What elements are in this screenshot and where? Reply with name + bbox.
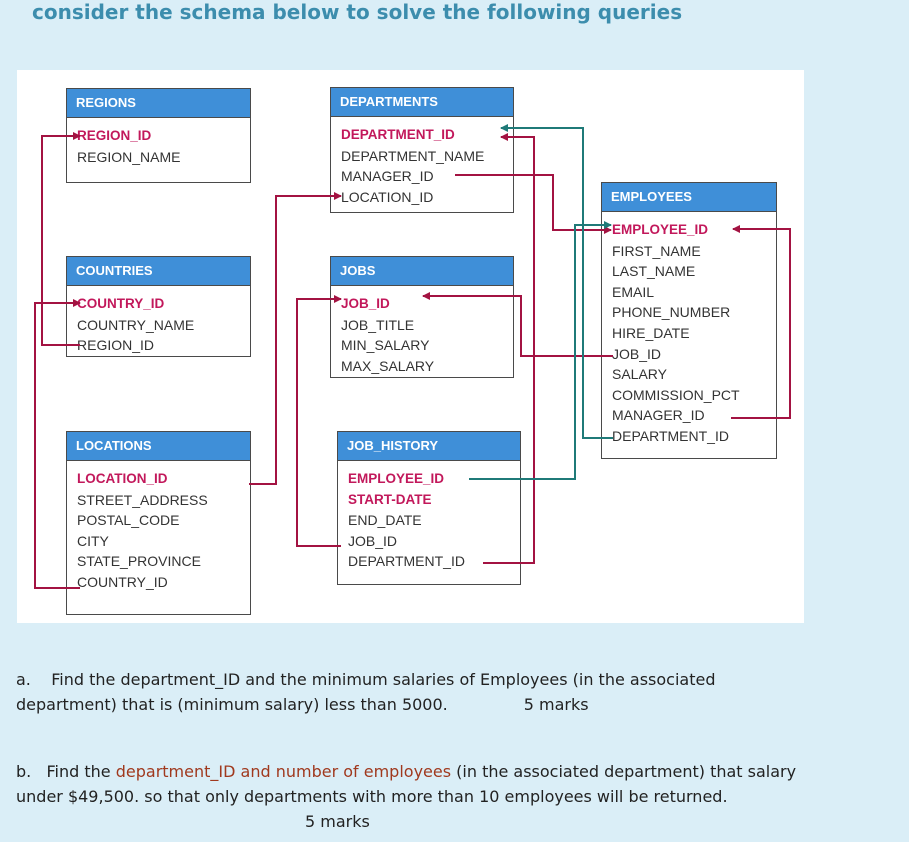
locations-table: LOCATIONS LOCATION_ID STREET_ADDRESS POSTA… (66, 431, 251, 615)
table-column: STREET_ADDRESS (77, 491, 208, 508)
table-title: REGIONS (67, 89, 250, 118)
regions-table: REGIONS REGION_ID REGION_NAME (66, 88, 251, 183)
question-b-text1-post: (in the associated department) that sala… (451, 762, 797, 781)
schema-diagram: REGIONS REGION_ID REGION_NAME DEPARTMENTS… (17, 70, 804, 623)
table-title: DEPARTMENTS (331, 88, 513, 117)
question-a: a. Find the department_ID and the minimu… (16, 667, 896, 717)
table-column: JOB_ID (341, 296, 390, 311)
table-column: STATE_PROVINCE (77, 553, 201, 570)
table-columns: DEPARTMENT_ID DEPARTMENT_NAME MANAGER_ID LO… (331, 117, 513, 213)
table-column: COMMISSION_PCT (612, 386, 740, 403)
table-column: REGION_NAME (77, 148, 181, 165)
table-column: START-DATE (348, 491, 432, 507)
table-column: EMPLOYEE_ID (612, 222, 709, 237)
table-column: COUNTRY_ID (77, 573, 168, 590)
table-column: POSTAL_CODE (77, 512, 180, 529)
question-b-highlight: department_ID and number of employees (115, 762, 452, 781)
question-b-marker: b. (16, 762, 32, 781)
table-column: DEPARTMENT_ID (341, 127, 455, 142)
question-a-text1: Find the department_ID and the minimum s… (51, 670, 716, 689)
table-column: REGION_ID (77, 128, 152, 143)
table-columns: LOCATION_ID STREET_ADDRESS POSTAL_CODE CITY… (67, 461, 250, 599)
question-b: b. Find the department_ID and number of … (16, 759, 896, 834)
table-column: EMAIL (612, 283, 655, 300)
table-column: DEPARTMENT_ID (348, 553, 465, 570)
table-column: MANAGER_ID (612, 407, 705, 424)
table-columns: REGION_ID REGION_NAME (67, 118, 250, 173)
question-b-marks: 5 marks (305, 812, 370, 831)
departments-table: DEPARTMENTS DEPARTMENT_ID DEPARTMENT_NAME… (330, 87, 514, 213)
table-title: JOB_HISTORY (338, 432, 520, 461)
employees-table: EMPLOYEES EMPLOYEE_ID FIRST_NAME LAST_NAME… (601, 182, 777, 459)
question-a-text2: department) that is (minimum salary) les… (16, 695, 448, 714)
table-column: MAX_SALARY (341, 357, 435, 374)
countries-table: COUNTRIES COUNTRY_ID COUNTRY_NAME REGION_I… (66, 256, 251, 357)
question-a-marker: a. (16, 670, 31, 689)
question-b-line2: under $49,500. so that only departments … (16, 787, 728, 806)
question-a-marks: 5 marks (523, 695, 589, 714)
table-column: LOCATION_ID (341, 188, 434, 205)
question-a-line2: department) that is (minimum salary) les… (16, 692, 896, 717)
table-column: HIRE_DATE (612, 324, 690, 341)
table-column: FIRST_NAME (612, 242, 701, 259)
table-columns: EMPLOYEE_ID START-DATE END_DATE JOB_ID DEPAR… (338, 461, 520, 578)
table-column: DEPARTMENT_NAME (341, 147, 485, 164)
link-department-location (249, 192, 342, 485)
question-b-text1-pre: Find the (46, 762, 116, 781)
table-column: SALARY (612, 366, 667, 383)
table-title: COUNTRIES (67, 257, 250, 286)
question-b-line1: b. Find the department_ID and number of … (16, 759, 896, 784)
table-column: JOB_TITLE (341, 316, 415, 333)
page-heading: consider the schema below to solve the f… (32, 0, 683, 24)
table-title: LOCATIONS (67, 432, 250, 461)
table-title: EMPLOYEES (602, 183, 776, 212)
table-column: PHONE_NUMBER (612, 304, 731, 321)
table-columns: COUNTRY_ID COUNTRY_NAME REGION_ID (67, 286, 250, 362)
table-column: COUNTRY_NAME (77, 316, 195, 333)
table-columns: JOB_ID JOB_TITLE MIN_SALARY MAX_SALARY (331, 286, 513, 382)
table-column: MANAGER_ID (341, 168, 434, 185)
table-columns: EMPLOYEE_ID FIRST_NAME LAST_NAME EMAIL PHONE… (602, 212, 776, 453)
table-column: MIN_SALARY (341, 337, 430, 354)
table-column: COUNTRY_ID (77, 296, 165, 311)
table-title: JOBS (331, 257, 513, 286)
table-column: CITY (77, 532, 109, 549)
table-column: JOB_ID (348, 532, 398, 549)
jobs-table: JOBS JOB_ID JOB_TITLE MIN_SALARY MAX_SALARY (330, 256, 514, 378)
job-history-table: JOB_HISTORY EMPLOYEE_ID START-DATE END_DAT… (337, 431, 521, 585)
link-employee-department (500, 124, 613, 439)
table-column: JOB_ID (612, 345, 662, 362)
table-column: LAST_NAME (612, 263, 696, 280)
table-column: LOCATION_ID (77, 471, 168, 486)
table-column: REGION_ID (77, 337, 155, 354)
question-a-line1: a. Find the department_ID and the minimu… (16, 667, 896, 692)
table-column: END_DATE (348, 512, 422, 529)
table-column: EMPLOYEE_ID (348, 471, 445, 486)
table-column: DEPARTMENT_ID (612, 427, 729, 444)
